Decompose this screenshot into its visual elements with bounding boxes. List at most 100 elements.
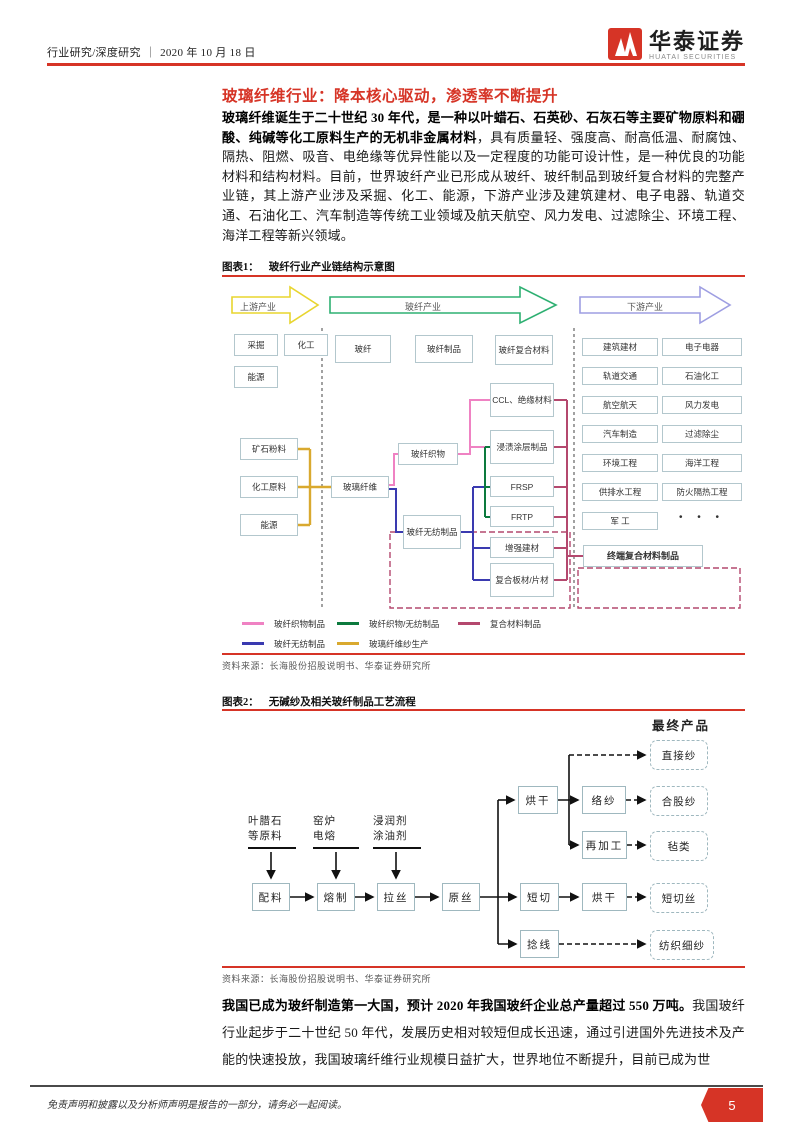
input-label-furnace: 窑炉电熔 (313, 814, 359, 849)
fig1-canvas: 上游产业 玻纤产业 下游产业 采掘 化工 能源 玻纤 玻纤制品 玻纤复合材料 矿… (222, 282, 745, 674)
process-box-twisting: 捻线 (520, 930, 559, 958)
process-box-winding: 络纱 (582, 786, 626, 814)
chain-box-downstream: 军 工 (582, 512, 658, 530)
chain-box-downstream: 汽车制造 (582, 425, 658, 443)
chain-box-downstream: 建筑建材 (582, 338, 658, 356)
figure-title: 玻纤行业产业链结构示意图 (268, 262, 395, 273)
chain-box-frsp: FRSP (490, 476, 554, 497)
chain-box-downstream: 环境工程 (582, 454, 658, 472)
process-box-batching: 配料 (252, 883, 290, 911)
chain-box-downstream: 海洋工程 (662, 454, 742, 472)
closing-rest: 我国玻纤行业起步于二十世纪 50 年代，发展历史相对较短但成长迅速，通过引进国外… (222, 998, 745, 1067)
legend-swatch-green (337, 622, 359, 625)
process-box-strand: 原丝 (442, 883, 480, 911)
fig2-title-rule (222, 709, 745, 711)
chain-box-woven: 玻纤织物 (398, 443, 458, 465)
fig1-title-row: 图表1： 玻纤行业产业链结构示意图 (222, 259, 745, 274)
chain-box-downstream: 过滤除尘 (662, 425, 742, 443)
header-separator: ｜ (144, 47, 157, 59)
input-label-pyrophyllite: 叶腊石等原料 (248, 814, 296, 849)
input-line: 电熔 (313, 830, 336, 842)
chain-box-nonwoven: 玻纤无纺制品 (403, 515, 461, 549)
intro-rest: ，具有质量轻、强度高、耐高低温、耐腐蚀、隔热、阻燃、吸音、电绝缘等优异性能以及一… (222, 129, 745, 243)
footer-disclaimer: 免责声明和披露以及分析师声明是报告的一部分，请务必一起阅读。 (47, 1100, 347, 1111)
input-line: 等原料 (248, 830, 283, 842)
final-product-plied-yarn: 合股纱 (650, 786, 708, 816)
chain-box-composite-sheet: 复合板材/片材 (490, 563, 554, 597)
huatai-logo-icon (607, 26, 643, 67)
legend-label: 玻纤织物制品 (274, 619, 326, 629)
chain-box-fiberglass-products: 玻纤制品 (415, 335, 473, 363)
chain-box-chem-raw: 化工原料 (240, 476, 298, 498)
chain-box-building-material: 增强建材 (490, 537, 554, 558)
brand-name: 华泰证券 (648, 29, 745, 54)
legend-label: 玻纤织物/无纺制品 (369, 619, 440, 629)
chain-box-chemical: 化工 (284, 334, 328, 356)
legend-swatch-blue (242, 642, 264, 645)
fig2-connectors (266, 750, 647, 949)
header-rule (47, 63, 745, 66)
final-product-chopped-strand: 短切丝 (650, 883, 708, 913)
input-line: 叶腊石 (248, 815, 283, 827)
process-box-drying-1: 烘干 (518, 786, 558, 814)
fig1-title-rule (222, 275, 745, 277)
chain-box-energy: 能源 (234, 366, 278, 388)
final-product-mats: 毡类 (650, 831, 708, 861)
chain-box-glass-fiber: 玻璃纤维 (331, 476, 389, 498)
chain-box-fiberglass: 玻纤 (335, 335, 391, 363)
final-product-textile-yarn: 纺织细纱 (650, 930, 714, 960)
legend-swatch-crimson (458, 622, 480, 625)
intro-lead-sentence: 玻璃纤维诞生于二十世纪 30 年代，是一种以叶蜡石、石英砂、石灰石等主要矿物原料… (222, 110, 745, 145)
input-label-sizing-agent: 浸润剂涂油剂 (373, 814, 421, 849)
fig2-source-note: 资料来源：长海股份招股说明书、华泰证券研究所 (222, 974, 432, 984)
report-header: 行业研究/深度研究｜2020 年 10 月 18 日 (47, 44, 256, 60)
chain-box-energy-input: 能源 (240, 514, 298, 536)
chain-box-frtp: FRTP (490, 506, 554, 527)
chain-box-downstream: 供排水工程 (582, 483, 658, 501)
process-box-chopping: 短切 (520, 883, 559, 911)
arrow-upstream-label: 上游产业 (240, 302, 277, 312)
legend-swatch-gold (337, 642, 359, 645)
final-products-label: 最终产品 (652, 719, 711, 733)
brand-name-en: HUATAI SECURITIES (648, 54, 737, 61)
legend-label: 复合材料制品 (490, 619, 542, 629)
chain-box-downstream: 轨道交通 (582, 367, 658, 385)
input-line: 浸润剂 (373, 815, 408, 827)
arrow-mid-label: 玻纤产业 (405, 302, 442, 312)
arrow-downstream-label: 下游产业 (627, 302, 664, 312)
chain-box-downstream: 航空航天 (582, 396, 658, 414)
legend-label: 玻璃纤维纱生产 (369, 639, 429, 649)
fig2-title-row: 图表2： 无碱纱及相关玻纤制品工艺流程 (222, 694, 745, 709)
closing-paragraph: 我国已成为玻纤制造第一大国，预计 2020 年我国玻纤企业总产量超过 550 万… (222, 992, 745, 1073)
chain-box-mining: 采掘 (234, 334, 278, 356)
process-box-drying-2: 烘干 (582, 883, 627, 911)
chain-box-dip-coating: 浸渍涂层制品 (490, 430, 554, 464)
chain-box-composites: 玻纤复合材料 (495, 335, 553, 365)
input-line: 涂油剂 (373, 830, 408, 842)
process-box-drawing: 拉丝 (377, 883, 415, 911)
process-box-reprocessing: 再加工 (582, 831, 627, 859)
figure-label: 图表2： (222, 697, 259, 708)
chain-box-downstream: 石油化工 (662, 367, 742, 385)
chain-box-ccl: CCL、绝缘材料 (490, 383, 554, 417)
intro-paragraph: 玻璃纤维诞生于二十世纪 30 年代，是一种以叶蜡石、石英砂、石灰石等主要矿物原料… (222, 108, 745, 245)
page-title: 玻璃纤维行业：降本核心驱动，渗透率不断提升 (222, 88, 559, 105)
legend-swatch-pink (242, 622, 264, 625)
chain-box-ore-powder: 矿石粉料 (240, 438, 298, 460)
fig2-canvas: 最终产品 叶腊石等原料 窑炉电熔 浸润剂涂油剂 配料 熔制 拉丝 原丝 烘干 络… (222, 713, 745, 965)
input-line: 窑炉 (313, 815, 336, 827)
header-section-label: 行业研究/深度研究 (47, 47, 141, 59)
chain-box-downstream: 防火隔热工程 (662, 483, 742, 501)
page-number-badge: 5 (701, 1088, 763, 1122)
header-date: 2020 年 10 月 18 日 (160, 47, 256, 59)
chain-box-downstream: 风力发电 (662, 396, 742, 414)
closing-lead-sentence: 我国已成为玻纤制造第一大国，预计 2020 年我国玻纤企业总产量超过 550 万… (222, 998, 693, 1013)
figure-title: 无碱纱及相关玻纤制品工艺流程 (268, 697, 416, 708)
fig1-source-note: 资料来源：长海股份招股说明书、华泰证券研究所 (222, 661, 432, 671)
brand-logo: 华泰证券 HUATAI SECURITIES (607, 26, 745, 67)
figure-label: 图表1： (222, 262, 259, 273)
downstream-ellipsis: • • • (678, 512, 726, 523)
footer-rule (30, 1085, 763, 1087)
chain-box-downstream: 电子电器 (662, 338, 742, 356)
